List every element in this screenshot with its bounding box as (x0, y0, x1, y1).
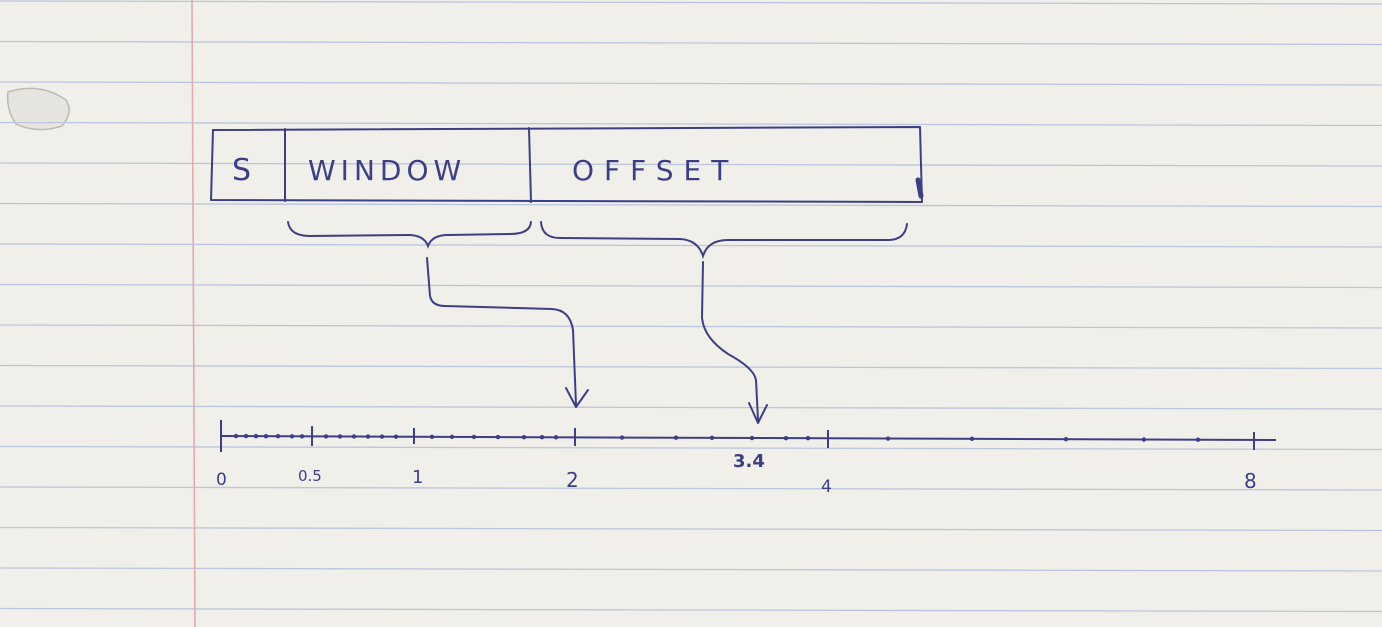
minor-tick-dot (749, 435, 755, 441)
ruled-line (0, 364, 1382, 370)
minor-tick-dots (233, 433, 1201, 442)
window-pointer-arrow (426, 257, 577, 406)
minor-tick-dot (365, 434, 371, 439)
minor-tick-dot (495, 434, 501, 440)
field-offset-label: OFFSET (572, 154, 738, 187)
minor-tick-dot (521, 434, 527, 440)
minor-tick-dot (253, 433, 259, 439)
ruled-line (0, 40, 1382, 46)
minor-tick-dot (1141, 437, 1147, 442)
minor-tick-dot (449, 434, 455, 440)
tick-label-0: 0 (216, 470, 227, 490)
ruled-line (0, 486, 1382, 491)
ruled-line (0, 526, 1382, 532)
ruled-line (0, 81, 1382, 86)
minor-tick-dot (673, 435, 679, 440)
minor-tick-dot (619, 435, 625, 440)
minor-tick-dot (379, 434, 385, 439)
minor-tick-dot (969, 436, 975, 442)
ruled-line (0, 243, 1382, 248)
ruled-line (0, 0, 1382, 5)
tick-label-0-5: 0.5 (298, 467, 322, 485)
tick-label-1: 1 (412, 467, 423, 488)
ruled-line (0, 202, 1382, 208)
minor-tick-dot (805, 436, 811, 441)
ruled-line (0, 405, 1382, 410)
margin-line (191, 0, 196, 627)
minor-tick-dot (1195, 437, 1201, 442)
minor-tick-dot (233, 433, 239, 439)
offset-pointer-arrow (701, 261, 759, 421)
ruled-lines (0, 0, 1382, 613)
ruled-line (0, 121, 1382, 127)
minor-tick-dot (243, 433, 249, 439)
minor-tick-dot (275, 434, 281, 439)
format-box (210, 126, 924, 203)
ruled-line (0, 162, 1382, 167)
minor-tick-dot (885, 436, 891, 441)
tick-label-2: 2 (566, 468, 579, 492)
minor-tick-dot (393, 434, 399, 439)
minor-tick-dot (337, 434, 343, 439)
minor-tick-dot (783, 435, 789, 441)
offset-brace (540, 221, 908, 260)
ruled-line (0, 567, 1382, 572)
hole-punch (6, 87, 70, 131)
offset-arrowhead (748, 402, 768, 424)
ink-blot (915, 177, 924, 199)
minor-tick-dot (709, 435, 715, 441)
ruled-line (0, 283, 1382, 289)
minor-tick-dot (351, 434, 357, 439)
ruled-line (0, 445, 1382, 451)
tick-label-4: 4 (821, 477, 832, 497)
minor-tick-dot (539, 435, 545, 440)
divider-window-offset (528, 127, 532, 203)
minor-tick-dot (553, 435, 559, 440)
minor-tick-dot (299, 434, 305, 439)
window-brace (287, 221, 532, 249)
number-line (220, 420, 1277, 452)
minor-tick-dot (323, 434, 329, 439)
format-box-outline (210, 126, 923, 203)
tick-label-3-4: 3.4 (733, 451, 765, 472)
minor-tick-dot (429, 434, 435, 440)
minor-tick-dot (289, 434, 295, 439)
ruled-line (0, 607, 1382, 613)
ruled-line (0, 324, 1382, 329)
field-sign-label: S (232, 153, 251, 188)
minor-tick-dot (1063, 437, 1069, 442)
tick-label-8: 8 (1244, 469, 1257, 493)
window-arrowhead (565, 387, 589, 408)
minor-tick-dot (263, 433, 269, 439)
minor-tick-dot (471, 434, 477, 440)
field-window-label: WINDOW (308, 154, 466, 187)
